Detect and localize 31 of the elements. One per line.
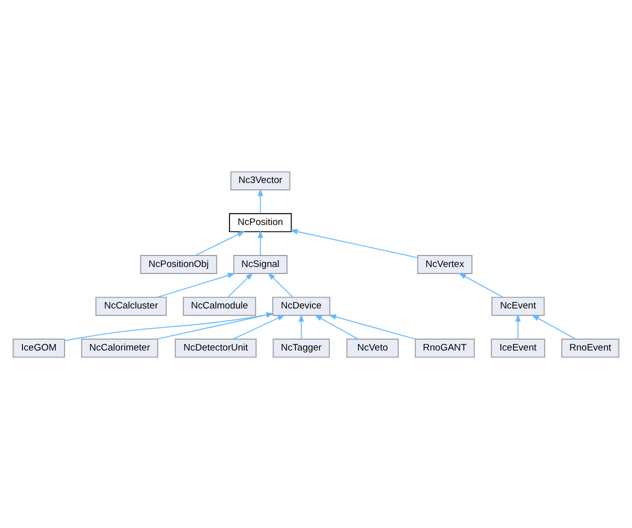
arrow: [232, 314, 286, 339]
node-box: IceEvent: [490, 338, 546, 358]
node-box: NcVertex: [417, 254, 472, 274]
node-box: NcEvent: [491, 296, 545, 316]
arrow: [328, 314, 416, 340]
node-box: NcDetectorUnit: [174, 338, 257, 358]
arrow: [458, 272, 504, 298]
arrow: [531, 314, 576, 339]
node-box: RnoEvent: [561, 338, 620, 358]
node-box: NcTagger: [272, 338, 330, 358]
arrow: [268, 272, 294, 297]
node-box: NcCalmodule: [182, 296, 256, 316]
node-box: NcPositionObj: [140, 254, 218, 274]
arrow: [290, 228, 418, 258]
node-box: NcSignal: [233, 254, 288, 274]
arrow: [314, 314, 358, 339]
arrow: [258, 230, 264, 256]
node-box: RnoGANT: [414, 338, 475, 358]
node-box: NcVeto: [346, 338, 399, 358]
arrow: [195, 230, 246, 256]
node-box: NcCalcluster: [95, 296, 167, 316]
arrow: [228, 272, 254, 297]
arrow: [298, 314, 304, 339]
node-box: NcPosition: [229, 212, 292, 232]
node-box: NcDevice: [272, 296, 330, 316]
arrow: [515, 314, 521, 339]
node-box: NcCalorimeter: [81, 338, 158, 358]
arrow: [258, 188, 264, 214]
arrow: [157, 272, 236, 298]
node-box: IceGOM: [12, 338, 65, 358]
node-box: Nc3Vector: [230, 170, 290, 190]
